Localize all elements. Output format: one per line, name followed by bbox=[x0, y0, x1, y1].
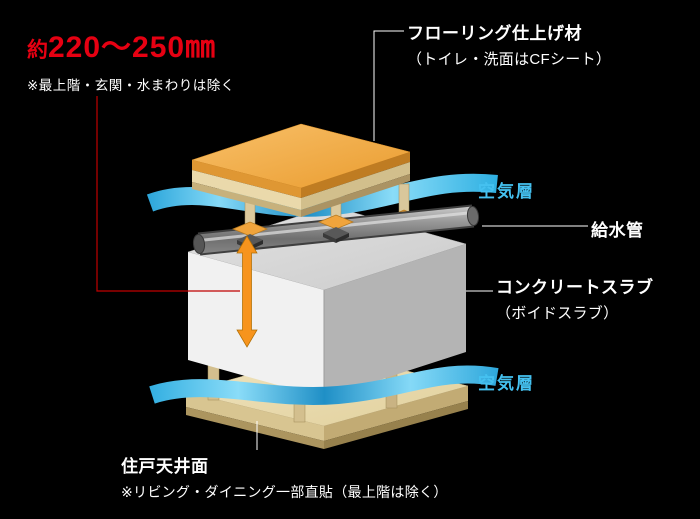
dimension-callout: 約220〜250㎜ bbox=[27, 33, 216, 63]
dimension-leader-line bbox=[96, 96, 240, 292]
dimension-value: 220〜250㎜ bbox=[48, 31, 217, 64]
slab-label: コンクリートスラブ （ボイドスラブ） bbox=[496, 273, 654, 323]
concrete-slab bbox=[187, 205, 467, 398]
ceiling-label: 住戸天井面 ※リビング・ダイニング一部直貼（最上階は除く） bbox=[121, 452, 448, 502]
flooring-label: フローリング仕上げ材 （トイレ・洗面はCFシート） bbox=[407, 19, 611, 69]
air-layer-top-label: 空気層 bbox=[478, 182, 535, 201]
dimension-note: ※最上階・玄関・水まわりは除く bbox=[27, 78, 235, 93]
air-layer-bottom-label: 空気層 bbox=[478, 374, 535, 393]
ceiling-title: 住戸天井面 bbox=[121, 457, 209, 476]
slab-sub: （ボイドスラブ） bbox=[496, 305, 619, 322]
pipe-label: 給水管 bbox=[591, 221, 644, 240]
flooring-title: フローリング仕上げ材 bbox=[407, 24, 582, 43]
ceiling-sub: ※リビング・ダイニング一部直貼（最上階は除く） bbox=[121, 484, 448, 500]
flooring-sub: （トイレ・洗面はCFシート） bbox=[407, 51, 612, 68]
slab-title: コンクリートスラブ bbox=[496, 278, 654, 297]
height-arrow bbox=[236, 235, 258, 348]
flooring-panel bbox=[191, 123, 411, 217]
dimension-prefix: 約 bbox=[27, 39, 48, 62]
air-layer-ribbon-bottom bbox=[149, 365, 499, 405]
flooring-leader-line bbox=[373, 30, 404, 141]
